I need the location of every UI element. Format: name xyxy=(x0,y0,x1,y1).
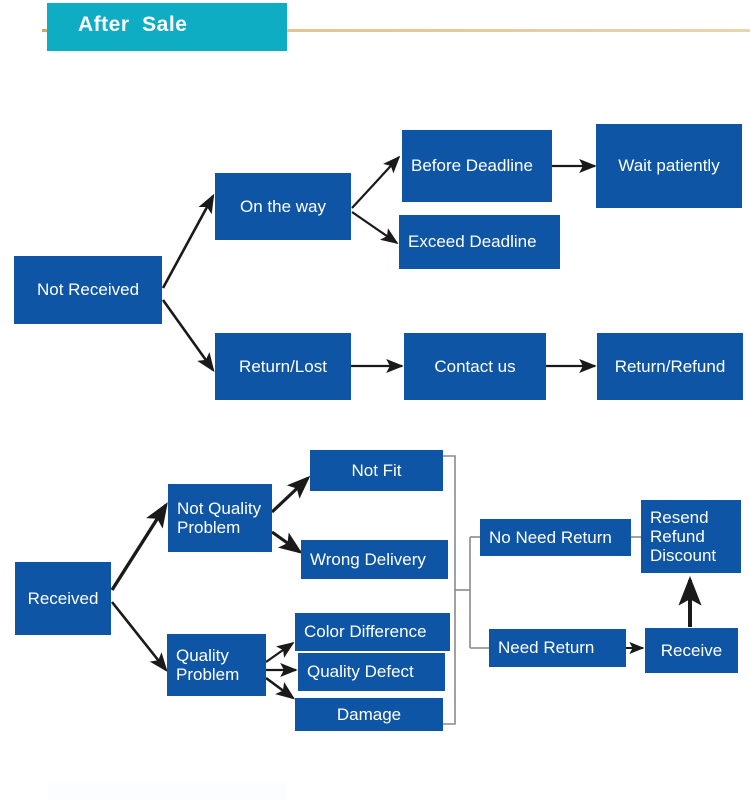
node-need-return[interactable]: Need Return xyxy=(489,629,626,667)
edge-quality-problem-to-color-difference xyxy=(265,641,295,663)
node-color-difference[interactable]: Color Difference xyxy=(295,613,450,651)
node-not-fit[interactable]: Not Fit xyxy=(310,450,443,491)
node-quality-defect[interactable]: Quality Defect xyxy=(298,653,445,691)
node-received[interactable]: Received xyxy=(15,562,111,635)
node-on-the-way[interactable]: On the way xyxy=(215,173,351,240)
edge-not-received-to-on-the-way xyxy=(161,193,215,289)
page-title: After Sale xyxy=(78,13,188,36)
node-return-refund[interactable]: Return/Refund xyxy=(597,333,743,400)
node-contact-us[interactable]: Contact us xyxy=(404,333,546,400)
node-return-lost[interactable]: Return/Lost xyxy=(215,333,351,400)
edge-quality-problem-to-damage xyxy=(265,676,296,700)
edge-received-to-not-quality-problem xyxy=(110,502,168,591)
edge-on-the-way-to-exceed-deadline xyxy=(351,211,399,244)
node-resend-refund-discount[interactable]: Resend Refund Discount xyxy=(641,500,741,573)
node-damage[interactable]: Damage xyxy=(295,698,443,731)
next-section-banner-sliver xyxy=(48,783,286,800)
outcomes-bracket xyxy=(443,455,489,725)
node-exceed-deadline[interactable]: Exceed Deadline xyxy=(399,215,560,269)
header-horizontal-rule xyxy=(42,29,750,32)
node-quality-problem[interactable]: Quality Problem xyxy=(167,634,266,696)
edge-not-quality-problem-to-wrong-delivery xyxy=(271,530,303,554)
node-receive[interactable]: Receive xyxy=(645,628,738,673)
edge-not-received-to-return-lost xyxy=(161,299,215,373)
edge-not-quality-problem-to-not-fit xyxy=(270,475,311,514)
header-banner xyxy=(47,3,287,51)
edge-on-the-way-to-before-deadline xyxy=(351,155,401,209)
node-wait-patiently[interactable]: Wait patiently xyxy=(596,124,742,208)
node-wrong-delivery[interactable]: Wrong Delivery xyxy=(301,540,448,579)
node-no-need-return[interactable]: No Need Return xyxy=(480,519,631,556)
node-before-deadline[interactable]: Before Deadline xyxy=(402,130,552,202)
node-not-quality-problem[interactable]: Not Quality Problem xyxy=(168,484,272,552)
edge-received-to-quality-problem xyxy=(110,601,168,673)
node-not-received[interactable]: Not Received xyxy=(14,256,162,324)
